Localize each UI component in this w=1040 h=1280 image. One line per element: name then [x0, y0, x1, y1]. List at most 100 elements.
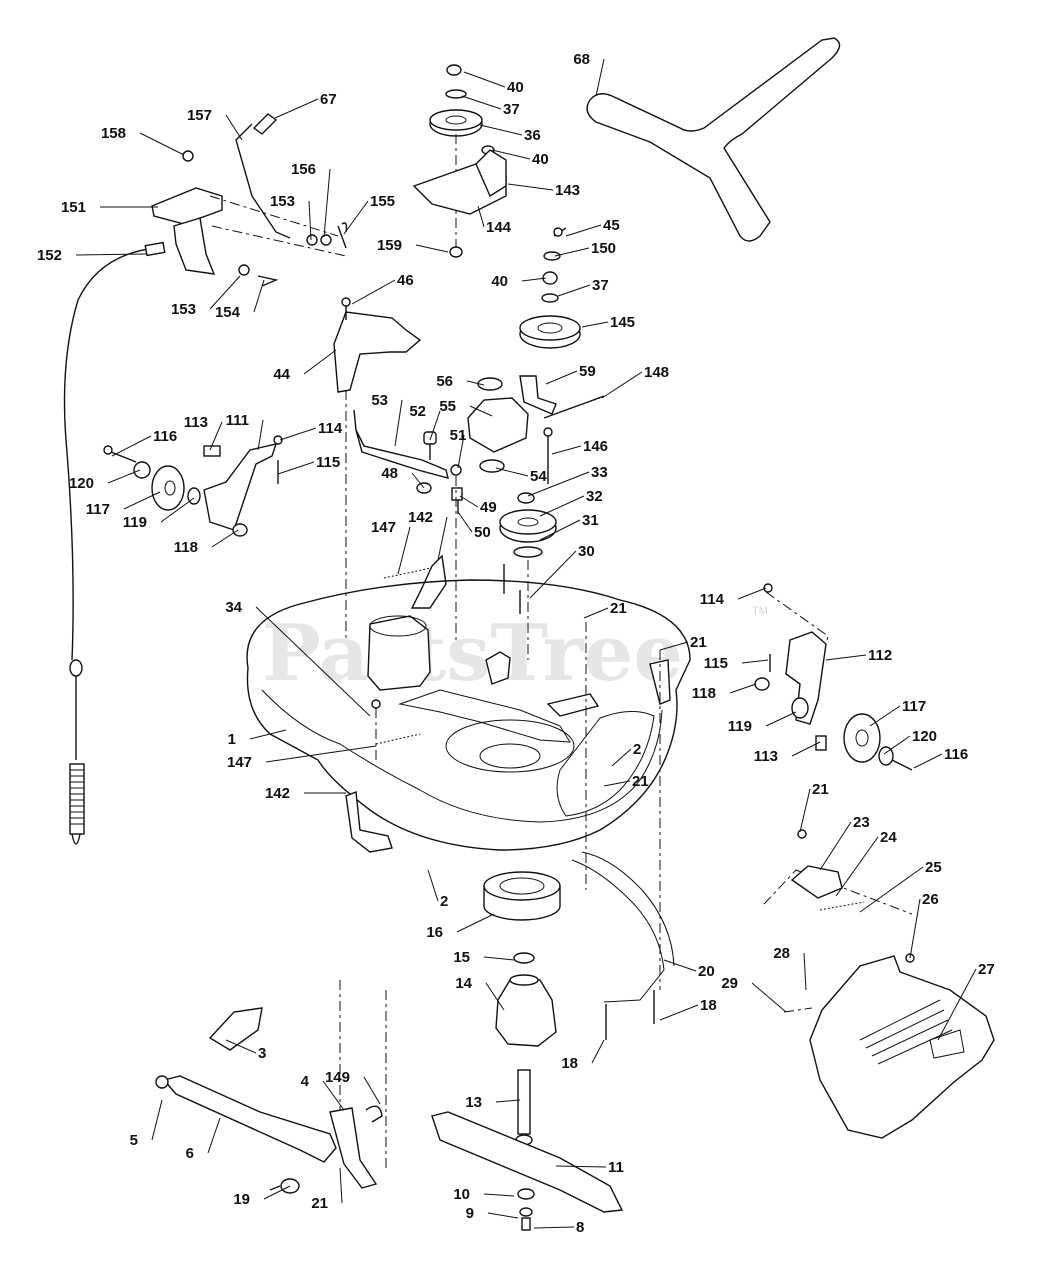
- callout-number: 54: [530, 468, 547, 485]
- callout-number: 142: [408, 509, 433, 526]
- callout-leader: [397, 526, 411, 575]
- callout-leader: [429, 410, 441, 441]
- callout-24: 24: [835, 829, 897, 897]
- part-chute-bracket: [763, 829, 915, 963]
- callout-28: 28: [773, 945, 807, 991]
- callout-9: 9: [466, 1205, 519, 1222]
- callout-19: 19: [233, 1185, 291, 1208]
- callout-leader: [461, 95, 502, 110]
- callout-leader: [825, 654, 867, 661]
- callout-leader: [487, 1212, 519, 1219]
- callout-leader: [457, 434, 465, 469]
- callout-number: 113: [184, 414, 208, 431]
- callout-number: 21: [812, 781, 829, 798]
- callout-29: 29: [721, 975, 787, 1013]
- callout-21: 21: [799, 781, 829, 833]
- callout-leader: [555, 1165, 607, 1168]
- callout-14: 14: [455, 975, 505, 1011]
- callout-leader: [249, 729, 287, 740]
- callout-36: 36: [479, 124, 541, 144]
- callout-leader: [123, 491, 161, 510]
- callout-18: 18: [659, 997, 717, 1021]
- callout-50: 50: [457, 511, 491, 541]
- callout-number: 32: [586, 488, 603, 505]
- callout-leader: [265, 745, 377, 763]
- part-mower-deck: [246, 579, 691, 851]
- callout-leader: [466, 380, 485, 386]
- callout-145: 145: [581, 314, 635, 331]
- callout-number: 149: [325, 1069, 350, 1086]
- callout-59: 59: [545, 363, 596, 385]
- callout-number: 56: [436, 373, 453, 390]
- part-brake-rod-assembly: [353, 409, 463, 640]
- callout-number: 52: [409, 403, 426, 420]
- callout-number: 2: [440, 893, 448, 910]
- callout-leader: [883, 735, 911, 755]
- callout-leader: [277, 461, 315, 475]
- callout-leader: [308, 200, 312, 241]
- callout-leader: [751, 982, 787, 1013]
- callout-leader: [463, 71, 506, 88]
- callout-115: 115: [704, 655, 769, 672]
- callout-leader: [437, 516, 448, 561]
- callout-leader: [554, 247, 590, 257]
- callout-number: 11: [608, 1159, 624, 1176]
- callout-number: 45: [603, 217, 620, 234]
- callout-number: 21: [690, 634, 707, 651]
- part-right-idler-assembly: [754, 583, 913, 771]
- callout-67: 67: [274, 91, 337, 119]
- callout-number: 113: [754, 748, 778, 765]
- callout-leader: [279, 427, 317, 441]
- callout-number: 143: [555, 182, 580, 199]
- callout-leader: [611, 748, 632, 767]
- part-left-idler-assembly: [103, 435, 283, 537]
- callout-leader: [263, 1185, 291, 1200]
- part-idler-pulley: [519, 227, 581, 349]
- callout-30: 30: [529, 543, 595, 599]
- callout-number: 148: [644, 364, 669, 381]
- callout-51: 51: [450, 427, 466, 469]
- callout-number: 55: [439, 398, 456, 415]
- callout-143: 143: [507, 182, 580, 199]
- callout-leader: [456, 913, 495, 933]
- callout-number: 9: [466, 1205, 474, 1222]
- callout-number: 116: [153, 428, 177, 445]
- callout-number: 53: [371, 392, 388, 409]
- callout-leader: [459, 495, 479, 508]
- callout-3: 3: [225, 1039, 266, 1062]
- callout-leader: [539, 495, 585, 517]
- callout-112: 112: [825, 647, 892, 664]
- callout-number: 31: [582, 512, 599, 529]
- callout-leader: [521, 277, 547, 282]
- callout-159: 159: [377, 237, 449, 254]
- callout-number: 117: [902, 698, 926, 715]
- callout-number: 118: [174, 539, 198, 556]
- callout-27: 27: [937, 961, 995, 1041]
- callout-leader: [209, 275, 241, 310]
- callout-leader: [427, 869, 439, 902]
- callout-21: 21: [603, 773, 649, 790]
- part-belt-guard: [333, 297, 422, 640]
- callout-leader: [909, 898, 921, 959]
- callout-21: 21: [659, 634, 707, 651]
- callout-number: 30: [578, 543, 595, 560]
- callout-117: 117: [86, 491, 161, 518]
- callout-leader: [75, 253, 147, 256]
- callout-40: 40: [491, 273, 547, 290]
- callout-leader: [303, 349, 337, 375]
- callout-leader: [160, 497, 195, 523]
- callout-leader: [274, 98, 319, 119]
- callout-leader: [529, 550, 577, 599]
- callout-142: 142: [265, 785, 346, 802]
- callout-leader: [111, 435, 152, 457]
- callout-number: 147: [371, 519, 396, 536]
- part-lift-handle-assembly: [151, 113, 348, 287]
- callout-number: 27: [978, 961, 995, 978]
- callout-number: 4: [301, 1073, 310, 1090]
- callout-149: 149: [325, 1069, 381, 1105]
- callout-leader: [729, 683, 757, 694]
- callout-number: 36: [524, 127, 541, 144]
- callout-leader: [139, 132, 185, 156]
